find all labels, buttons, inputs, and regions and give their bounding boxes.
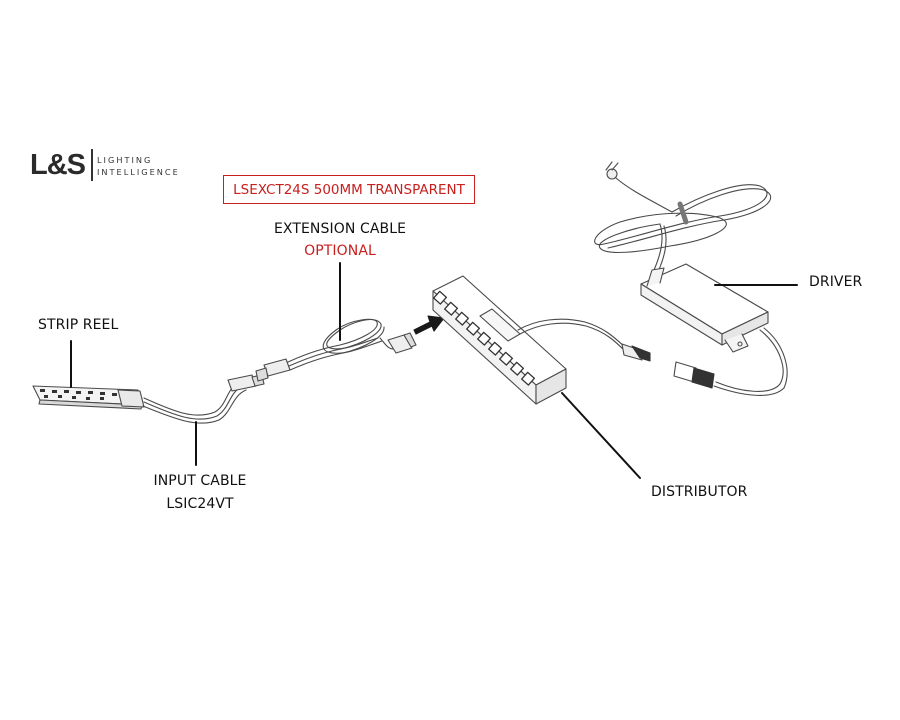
driver-label: DRIVER (809, 274, 863, 290)
input-cable-code: LSIC24VT (166, 496, 234, 512)
input-cable-icon (142, 374, 265, 424)
logo-tagline: LIGHTING INTELLIGENCE (97, 154, 180, 178)
brand-logo: L&S LIGHTING INTELLIGENCE (30, 145, 180, 185)
logo-mark: L&S (30, 149, 86, 181)
logo-divider (91, 149, 93, 181)
distributor-label: DISTRIBUTOR (651, 484, 748, 500)
strip-reel-label: STRIP REEL (38, 317, 119, 333)
logo-line-2: INTELLIGENCE (97, 167, 180, 177)
product-code: LSEXCT24S 500MM TRANSPARENT (233, 181, 465, 198)
driver-icon (594, 161, 788, 396)
logo-line-1: LIGHTING (97, 155, 153, 165)
strip-reel-icon (32, 385, 145, 410)
product-code-box: LSEXCT24S 500MM TRANSPARENT (223, 175, 475, 204)
extension-cable-icon (255, 318, 417, 382)
distributor-icon (432, 275, 651, 405)
extension-cable-label: EXTENSION CABLE (273, 221, 407, 237)
optional-label: OPTIONAL (304, 243, 376, 259)
input-cable-label: INPUT CABLE (153, 473, 247, 489)
distributor-leader (561, 392, 641, 479)
connect-arrow-icon (413, 315, 445, 335)
